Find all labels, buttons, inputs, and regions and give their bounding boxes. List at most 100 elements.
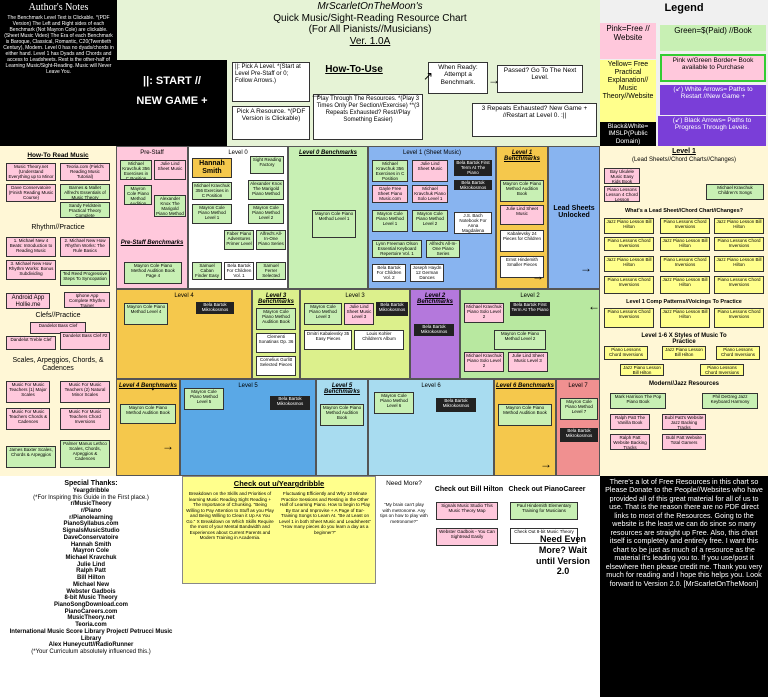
scales-item[interactable]: Palmer Manus Lethco Scales, Chords, Arpe…	[60, 440, 110, 468]
level-pill[interactable]: Lynn Freeman Olson Essential Keyboard Re…	[372, 240, 422, 258]
pianocareer-item[interactable]: Paul Hindemith Elementary Training for M…	[510, 502, 578, 520]
level-pill[interactable]: J.S. Bach Notebook For Anna Magdalena	[454, 212, 492, 234]
lead-item[interactable]: Piano Lessons Chord Inversions	[604, 308, 654, 328]
scales-item[interactable]: James Baxter Scales, Chords & Arpeggios	[6, 446, 56, 468]
level-pill[interactable]: Samuel Caban Finder Easy Piano Pieces	[192, 262, 222, 280]
rhythm-item[interactable]: Android App Hollie.me	[6, 293, 50, 309]
clefs-item[interactable]: Dandelot Bass Clef #2	[60, 332, 110, 350]
bartok-pill[interactable]: Bela Bartok First Term At The Piano	[510, 302, 550, 316]
level-pill[interactable]: Julie Lind Sheet Music Level 3	[344, 303, 374, 325]
lead-item[interactable]: Jazz Piano Lesson Bill Hilton	[604, 256, 654, 272]
lead-item[interactable]: Jazz Piano Lesson Bill Hilton	[660, 237, 710, 251]
yeargdribble-title[interactable]: Check out u/Yeargdribble	[233, 479, 325, 488]
lead-item[interactable]: Piano Lessons Chord Inversions	[716, 346, 760, 360]
bill-hilton-title[interactable]: Check out Bill Hilton	[434, 486, 504, 493]
lead-item[interactable]: Piano Lessons Chord Inversions	[714, 237, 764, 251]
lead-item[interactable]: Jazz Piano Lesson Bill Hilton	[662, 346, 706, 360]
lead-item[interactable]: Michael Kravchuk Children's Songs	[706, 184, 764, 200]
level-pill[interactable]: Alexander Knox The Marigold Piano Method	[248, 180, 284, 200]
bartok-pill[interactable]: Bela Bartok First Term At The Piano	[454, 160, 492, 176]
yeargdribble-right[interactable]: "My brain can't play with metronome. Any…	[380, 502, 428, 524]
level0-bench-label[interactable]: Level 0 Benchmarks	[298, 150, 358, 156]
lead-item[interactable]: Jazz Piano Lesson Bill Hilton	[604, 218, 654, 234]
level-pill[interactable]: Mayron Cole Piano Method Level 1	[312, 210, 356, 238]
level-pill[interactable]: Ernst Hindemith Smaller Pieces	[500, 256, 544, 278]
level-pill[interactable]: Mayron Cole Piano Method Level 1	[372, 210, 408, 232]
lead-item[interactable]: Piano Lessons Chord Inversions	[604, 276, 654, 294]
rhythm-item[interactable]: 2. Michael New How Rhythm Works: The Rul…	[60, 237, 110, 257]
level-pill[interactable]: Louis Kohler Children's Album	[354, 330, 404, 350]
lead-item[interactable]: Piano Lessons Chord Inversions	[604, 237, 654, 251]
level-pill[interactable]: Mayron Cole Piano Method Level 2	[412, 210, 448, 232]
clefs-item[interactable]: Dandelot Treble Clef	[6, 336, 56, 350]
level-pill[interactable]: Michael Kravchuk Piano Solo Level 1	[412, 185, 448, 203]
level4-bench-label[interactable]: Level 4 Benchmarks	[118, 383, 178, 389]
bartok-pill[interactable]: Bela Bartok Mikrokosmos	[454, 180, 492, 190]
level-pill[interactable]: Kabalevsky 24 Pieces for Children	[500, 230, 544, 252]
level-pill[interactable]: Michael Kravchuk 356 Exercises in C Posi…	[192, 182, 232, 200]
level-pill[interactable]: Cornelius Gurlitt Selected Pieces	[256, 356, 296, 376]
read-item[interactable]: Dave Conservatoire (Finish Reading Music…	[6, 184, 56, 202]
level-pill[interactable]: Faber Piano Adventures Primer Level	[224, 230, 254, 250]
lead-item[interactable]: Piano Lessons Lesson 4 Chord Lesson	[604, 186, 640, 202]
level-pill[interactable]: Michael Kravchuk Piano Solo Level 2	[464, 352, 504, 372]
bartok-pill[interactable]: Bela Bartok Mikrokosmos	[196, 302, 234, 314]
level3-bench-label[interactable]: Level 3 Benchmarks	[257, 293, 295, 305]
level2-bench-label[interactable]: Level 2 Benchmarks	[416, 293, 454, 305]
level-pill[interactable]: Mayron Cole Piano Method Level 3	[304, 303, 342, 325]
level-pill[interactable]: Mayron Cole Piano Method Level 1	[192, 204, 232, 224]
scales-item[interactable]: Music For Music Teachers (2) Natural Min…	[60, 381, 110, 403]
level-pill[interactable]: Mayron Cole Piano Method Level 4	[124, 303, 168, 325]
lead-item[interactable]: Phil DeGreg Jazz Keyboard Harmony	[702, 393, 758, 409]
level-pill[interactable]: Mayron Cole Piano Method Audition Book	[124, 185, 152, 205]
clefs-item[interactable]: Dandelot Bass Clef	[30, 322, 86, 334]
read-item[interactable]: Sandy Feldstein Practical Theory Complet…	[60, 202, 110, 218]
lead-level1-title[interactable]: Level 1	[672, 148, 696, 155]
yeargdribble-left[interactable]: Breakdown on the Skills and Priorities o…	[186, 491, 274, 540]
bill-item[interactable]: Signals Music Studio This Music Theory M…	[436, 502, 498, 520]
prestaff-bench-label[interactable]: Pre-Staff Benchmarks	[120, 240, 184, 246]
level-pill[interactable]: Dmitri Kabalevsky 35 Easy Pieces	[304, 330, 352, 350]
level-pill[interactable]: Mayron Cole Piano Method Audition Book	[256, 308, 296, 330]
rhythm-item[interactable]: 1. Michael New 4 Beats: Introduction to …	[6, 237, 56, 257]
rhythm-item[interactable]: Ted Reed Progressive Steps To Syncopatio…	[60, 270, 110, 286]
lead-item[interactable]: Mark Harrison The Pop Piano Book	[610, 393, 666, 409]
pianocareer-item[interactable]: Check Out 8-bit Music Theory	[510, 528, 578, 544]
level-pill[interactable]: Mayron Cole Piano Method Level 2	[494, 330, 546, 350]
level-pill[interactable]: Sight Reading Factory	[250, 156, 284, 174]
read-item[interactable]: Music Theory.net (Understand Everything …	[6, 163, 56, 181]
level-pill[interactable]: Julie Lind Sheet Music Level 3	[508, 352, 548, 372]
level-pill[interactable]: Mayron Cole Piano Method Audition Book	[320, 404, 364, 426]
lead-item[interactable]: Ralph Patt Website Backing Tracks	[610, 434, 650, 450]
rhythm-item[interactable]: 3. Michael New How Rhythm Works: Bonus S…	[6, 260, 56, 280]
level-pill[interactable]: Joseph Haydn 12 German Dances	[410, 264, 444, 282]
lead-item[interactable]: Piano Lessons Chord Inversions	[714, 276, 764, 294]
lead-item[interactable]: Jazz Piano Lesson Bill Hilton	[660, 308, 710, 328]
rhythm-item[interactable]: Iphone App Complete Rhythm Trainer	[64, 292, 110, 308]
lead-item[interactable]: Jazz Piano Lesson Bill Hilton	[620, 364, 664, 376]
bartok-pill[interactable]: Bela Bartok Mikrokosmos	[270, 396, 310, 410]
level-pill[interactable]: Michael Kravchuk 356 Exercises in C Posi…	[120, 160, 152, 180]
level-pill[interactable]: Mayron Cole Piano Method Level 6	[374, 392, 414, 414]
lead-item[interactable]: Piano Lessons Chord Inversions	[660, 256, 710, 272]
hannah-smith[interactable]: Hannah Smith	[192, 158, 232, 178]
level-pill[interactable]: Clementi Sonatinas Op. 36	[256, 333, 296, 353]
scales-item[interactable]: Music For Music Teachers Chords & Cadenc…	[6, 408, 50, 430]
level-pill[interactable]: Michael Kravchuk 356 Exercises in C Posi…	[372, 160, 408, 182]
level-pill[interactable]: Julie Lind Sheet Music	[500, 205, 544, 225]
level-pill[interactable]: Bela Bartok For Children Vol. 1	[224, 262, 254, 280]
level-pill[interactable]: Mayron Cole Piano Method Audition Book	[498, 404, 552, 426]
lead-item[interactable]: Piano Lessons Chord Inversions	[660, 218, 710, 234]
bill-item[interactable]: Webster Gadbois - You Can Sightread Easi…	[436, 528, 498, 546]
lead-item[interactable]: Ralph Patt The Vanilla Book	[610, 414, 650, 430]
level-pill[interactable]: Mayron Cole Piano Method Level 7	[560, 398, 598, 420]
level-pill[interactable]: Michael Kravchuk Piano Solo Level 2	[464, 303, 504, 323]
level-pill[interactable]: Mayron Cole Piano Method Audition Book	[500, 180, 544, 202]
lead-item[interactable]: Bubl Patt's Website Jazz Backing Tracks	[662, 414, 706, 430]
lead-item[interactable]: Jazz Piano Lesson Bill Hilton	[660, 276, 710, 294]
level-pill[interactable]: Julie Lind Sheet Music	[154, 160, 186, 180]
level1-bench-label[interactable]: Level 1 Benchmarks	[503, 150, 541, 162]
level-pill[interactable]: Mayron Cole Piano Method Audition Book	[120, 404, 176, 424]
start-new-game-button[interactable]: ||: START // NEW GAME +	[117, 60, 227, 146]
yeargdribble-mid[interactable]: Fluctuating Efficiently and Why 10 Minut…	[278, 491, 372, 535]
